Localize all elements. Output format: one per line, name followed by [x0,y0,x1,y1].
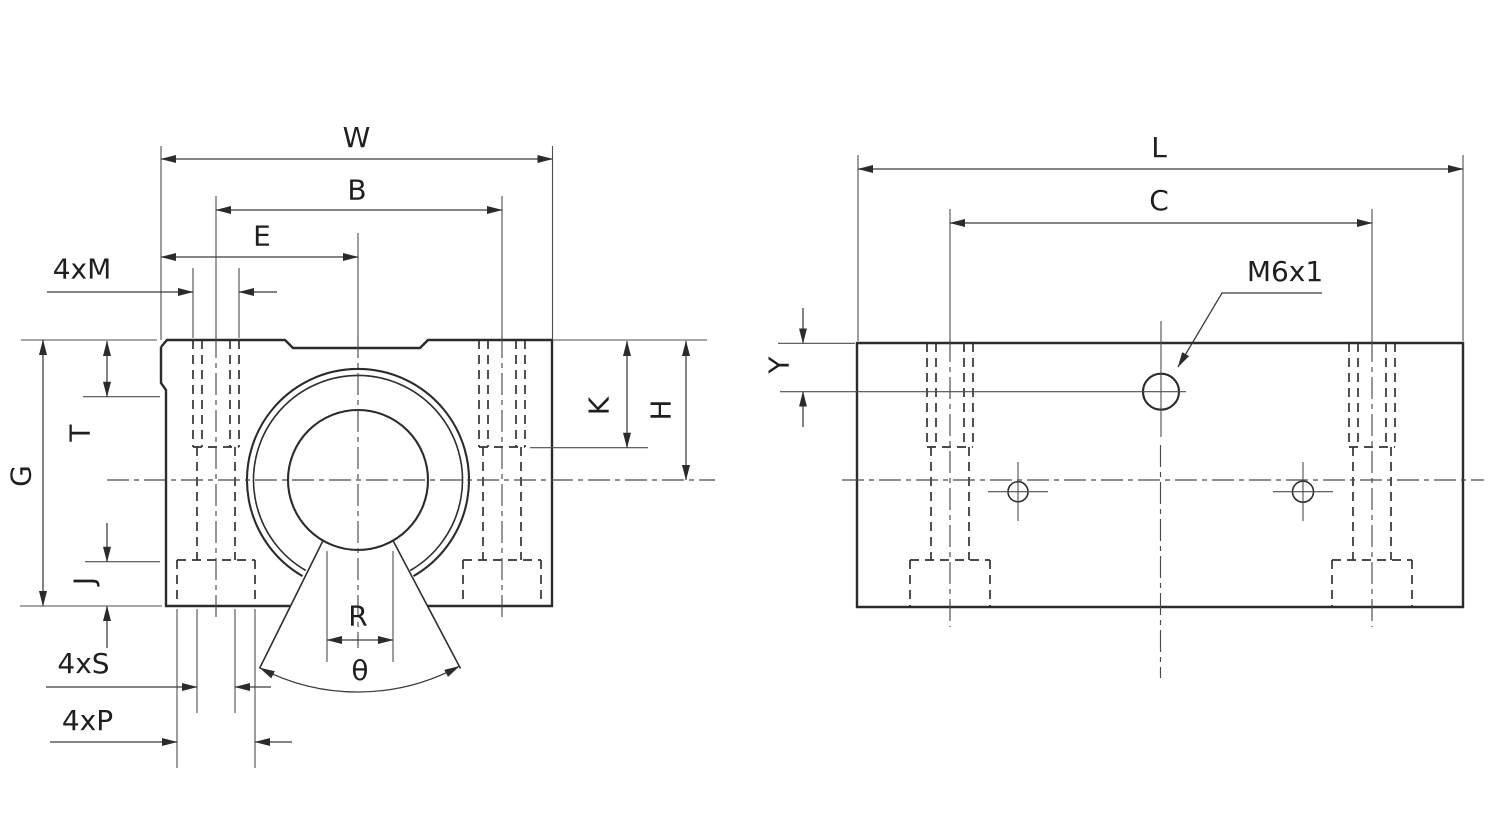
label-slot-width: R [348,600,367,633]
label-lube-port-offset: Y [763,356,796,375]
label-overall-width: W [343,121,371,154]
dim-Y: Y [763,308,807,427]
front-view: W B E 4xM G T J 4x [5,121,715,768]
label-side-bolt-spacing: C [1149,184,1169,217]
label-pocket-width: 4xP [62,704,113,737]
side-centerlines [842,340,1484,678]
label-drill-depth: K [583,396,616,415]
dim-4xM: 4xM [47,253,277,296]
front-extension-lines [20,146,707,768]
dim-R: R [326,600,394,644]
dim-theta: θ [259,654,460,693]
label-clearance-hole: 4xS [57,647,109,680]
housing-outer-arc [246,368,470,578]
side-extension-lines [778,155,1464,521]
dim-4xP: 4xP [50,704,292,746]
label-thread-depth: T [64,424,97,443]
slot-edge-lines [258,540,462,669]
label-pocket-depth: J [68,577,101,587]
label-mounting-thread: 4xM [53,253,112,286]
label-edge-to-center: E [253,220,271,253]
dim-K: K [583,340,631,449]
dim-T: T [64,340,111,443]
dim-B: B [215,174,503,214]
front-block-outline [159,338,554,608]
side-block-outline [855,341,1465,609]
label-slot-angle: θ [351,654,368,687]
side-left-bolt-hole-hidden [909,343,991,606]
side-view: L C Y M6x1 [763,131,1484,678]
dim-J: J [68,523,111,648]
dim-H: H [645,340,690,481]
dim-4xS: 4xS [46,647,271,691]
dim-E: E [160,220,359,261]
leader-M6x1: M6x1 [1177,255,1323,368]
dim-C: C [949,184,1373,227]
label-overall-length: L [1151,131,1167,164]
dim-L: L [857,131,1464,173]
front-centerlines [107,336,715,648]
dim-G: G [5,339,47,607]
side-right-bolt-hole-hidden [1331,343,1413,606]
label-center-height: H [645,399,678,420]
label-bolt-spacing: B [347,174,366,207]
label-overall-height: G [5,465,38,487]
label-lube-port-thread: M6x1 [1247,255,1323,288]
dim-W: W [160,121,553,163]
